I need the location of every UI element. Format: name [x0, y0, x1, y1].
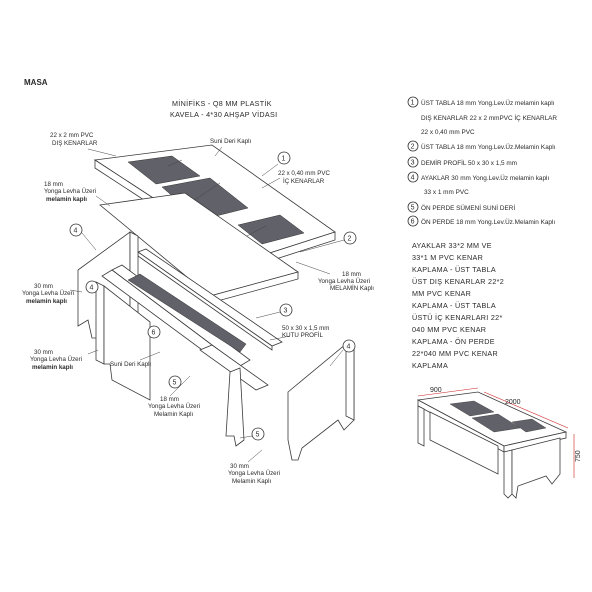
label-pvc-inner-2: İÇ KENARLAR	[283, 178, 325, 185]
modesty-leather	[127, 273, 247, 353]
assembled-left-leg	[417, 405, 425, 447]
label-left-leg-3: melamin kaplı	[26, 298, 67, 305]
exploded-drawing	[77, 144, 355, 461]
callout-2: 2	[348, 236, 352, 243]
callout-4d: 5	[256, 432, 260, 439]
label-pvc-outer-1: 22 x 2 mm PVC	[50, 132, 94, 139]
assembled-right-leg	[511, 437, 561, 499]
assembled-table	[416, 391, 568, 499]
callout-markers: 1 2 3 4 4 4 5 5 6	[69, 151, 357, 441]
label-under-board-2: Yonga Levha Üzeri	[318, 278, 370, 285]
spec-line-4: ÜST DIŞ KENARLAR 22*2	[412, 277, 504, 286]
spec-text-block: AYAKLAR 33*2 MM VE 33*1 M PVC KENAR KAPL…	[412, 241, 504, 370]
label-front-panel-1: 18 mm	[160, 396, 179, 403]
legend-3-line1: DEMİR PROFİL 50 x 30 x 1,5 mm	[421, 158, 517, 167]
legend-1-line2: DIŞ KENARLAR 22 x 2 mmPVC İÇ KENARLAR	[421, 113, 557, 122]
dim-width: 2000	[505, 399, 521, 406]
inner-leg-edge	[95, 281, 105, 365]
legend-5-num: 5	[411, 205, 415, 212]
label-under-board-3: MELAMİN Kaplı	[330, 285, 374, 292]
legend-3-num: 3	[411, 160, 415, 167]
legend-1-line3: 22 x 0,40 mm PVC	[421, 129, 475, 136]
header-note-line2: KAVELA - 4*30 AHŞAP VİDASI	[170, 110, 277, 119]
spec-line-2: 33*1 M PVC KENAR	[412, 253, 483, 262]
legend-4-num: 4	[411, 175, 415, 182]
right-leg-edge	[345, 343, 355, 421]
legend-2-line1: ÜST TABLA 18 mm Yong.Lev.Üz.Melamin Kapl…	[421, 143, 556, 151]
leather-inset-3	[237, 214, 305, 245]
label-profil-2: KUTU PROFİL	[282, 332, 323, 339]
front-leg-inner	[225, 367, 245, 447]
label-profil-1: 50 x 30 x 1,5 mm	[282, 325, 329, 332]
page-title: MASA	[24, 78, 48, 87]
spec-line-11: KAPLAMA	[412, 361, 448, 370]
legend-6-num: 6	[411, 219, 415, 226]
label-suni-deri-top: Suni Deri Kaplı	[210, 138, 252, 145]
label-left-leg-1: 30 mm	[34, 283, 53, 290]
spec-line-3: KAPLAMA - ÜST TABLA	[412, 265, 496, 274]
assembled-front-leg	[503, 449, 513, 499]
legend-5-line1: ÖN PERDE SÜMENİ SUNİ DERİ	[421, 203, 515, 212]
right-leg	[287, 343, 355, 461]
legend-4-line2: 33 x 1 mm PVC	[424, 189, 469, 196]
label-pvc-outer-2: DIŞ KENARLAR	[52, 140, 98, 147]
dim-height: 750	[575, 450, 582, 462]
spec-line-8: 040 MM PVC KENAR	[412, 325, 486, 334]
label-left-leg2-2: Yonga Levha Üzeri	[30, 356, 82, 363]
legend: 1 ÜST TABLA 18 mm Yong.Lev.Üz melamin ka…	[407, 96, 557, 227]
label-pvc-inner-1: 22 x 0,40 mm PVC	[278, 170, 330, 177]
label-top-board-2: Yonga Levha Üzeri	[44, 188, 96, 195]
legend-1-line1: ÜST TABLA 18 mm Yong.Lev.Üz melamin kapl…	[421, 99, 555, 107]
callout-3: 3	[284, 308, 288, 315]
label-right-leg-2: Yonga Levha Üzeri	[228, 470, 280, 477]
spec-line-6: KAPLAMA - ÜST TABLA	[412, 301, 496, 310]
dim-depth: 900	[430, 387, 442, 394]
callout-6: 6	[152, 330, 156, 337]
assembled-modesty	[429, 411, 499, 475]
label-suni-deri-front: Suni Deri Kaplı	[110, 361, 152, 368]
legend-6-line1: ÖN PERDE 18 mm Yong.Lev.Üz.Melamin Kaplı	[421, 218, 555, 226]
spec-line-5: MM PVC KENAR	[412, 289, 471, 298]
label-front-panel-3: Melamin Kaplı	[154, 411, 193, 418]
spec-line-10: 22*040 MM PVC KENAR	[412, 349, 498, 358]
leather-inset-1	[127, 155, 201, 185]
header-note-line1: MİNİFİKS - Q8 MM PLASTİK	[172, 99, 272, 108]
assembled-top-side	[503, 431, 567, 453]
spec-line-7: ÜSTÜ İÇ KENARLARI 22*	[412, 313, 503, 322]
label-left-leg-2: Yonga Levha Üzeri	[22, 290, 74, 297]
spec-line-9: KAPLAMA - ÖN PERDE	[412, 337, 495, 346]
legend-1-num: 1	[411, 100, 415, 107]
spec-line-1: AYAKLAR 33*2 MM VE	[412, 241, 492, 250]
label-top-board-3: melamin kaplı	[46, 196, 87, 203]
legend-2-num: 2	[411, 144, 415, 151]
callout-4c: 4	[347, 344, 351, 351]
label-left-leg2-3: melamin kaplı	[32, 364, 73, 371]
label-right-leg-1: 30 mm	[230, 463, 249, 470]
part-labels: 22 x 2 mm PVC DIŞ KENARLAR Suni Deri Kap…	[22, 132, 374, 485]
callout-4a: 4	[74, 228, 78, 235]
dimensions: 900 2000 750	[417, 387, 582, 478]
leader-lines	[69, 146, 345, 463]
label-under-board-1: 18 mm	[342, 271, 361, 278]
inner-leg	[103, 285, 151, 401]
label-front-panel-2: Yonga Levha Üzeri	[148, 403, 200, 410]
callout-4b: 4	[90, 285, 94, 292]
callout-5: 5	[173, 380, 177, 387]
label-top-board-1: 18 mm	[44, 181, 63, 188]
label-left-leg2-1: 30 mm	[34, 349, 53, 356]
legend-4-line1: AYAKLAR 30 mm Yong.Lev.Üz melamin kaplı	[421, 174, 549, 182]
label-right-leg-3: Melamin Kaplı	[232, 478, 271, 485]
callout-1: 1	[282, 156, 286, 163]
